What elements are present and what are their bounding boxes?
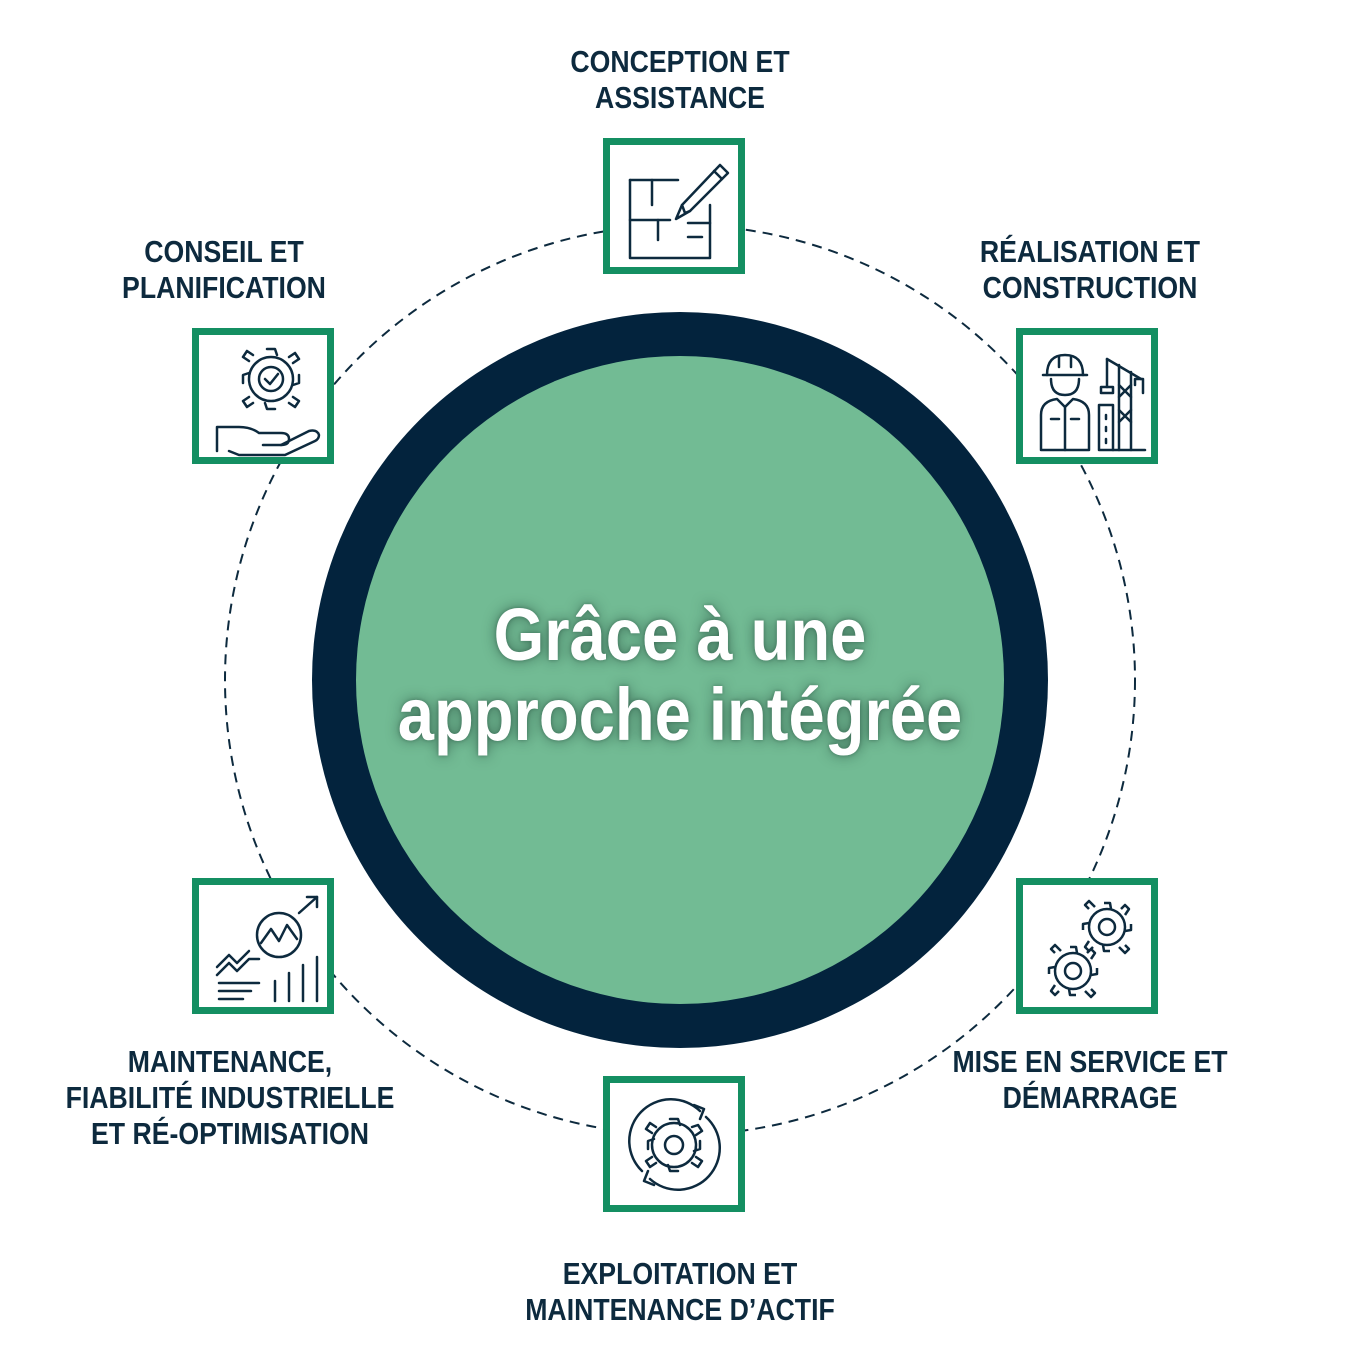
center-disk [356, 356, 1004, 1004]
worker-crane-icon [1039, 353, 1147, 452]
gears-icon [1047, 899, 1133, 999]
center-title: Grâce à une approche intégrée [372, 595, 988, 755]
step-label-conseil: CONSEIL ET PLANIFICATION [122, 234, 326, 305]
center-title-line-1: Grâce à une [493, 593, 867, 676]
step-box-maintenance [192, 878, 334, 1014]
step-label-exploitation: EXPLOITATION ET MAINTENANCE D’ACTIF [525, 1256, 835, 1327]
gear-hand-icon [215, 347, 321, 457]
step-box-conception [603, 138, 745, 274]
blueprint-pencil-icon [628, 163, 730, 260]
center-title-line-2: approche intégrée [397, 673, 963, 756]
gear-cycle-icon [628, 1098, 721, 1192]
step-box-realisation [1016, 328, 1158, 464]
growth-chart-icon [215, 895, 319, 1003]
step-label-maintenance: MAINTENANCE, FIABILITÉ INDUSTRIELLE ET R… [65, 1044, 395, 1151]
step-label-conception: CONCEPTION ET ASSISTANCE [570, 44, 790, 115]
step-label-realisation: RÉALISATION ET CONSTRUCTION [979, 234, 1201, 305]
step-label-mise-en-service: MISE EN SERVICE ET DÉMARRAGE [952, 1044, 1228, 1115]
step-box-mise-en-service [1016, 878, 1158, 1014]
step-box-conseil [192, 328, 334, 464]
step-box-exploitation [603, 1076, 745, 1212]
